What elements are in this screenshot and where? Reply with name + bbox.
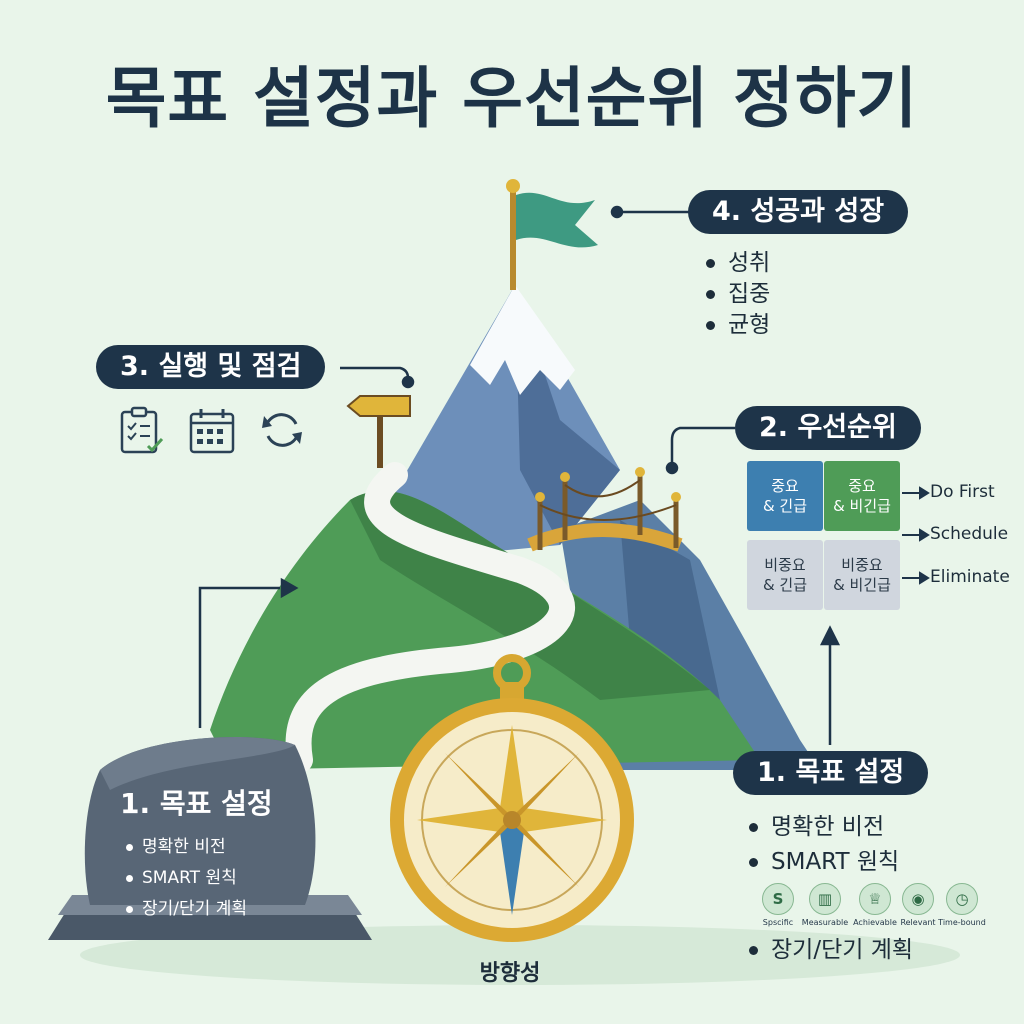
green-hill xyxy=(210,490,760,770)
compass xyxy=(390,654,634,942)
smart-measurable: ▥ Measurable xyxy=(797,883,853,927)
smart-achievable: ♕ Achievable xyxy=(847,883,903,927)
page-title: 목표 설정과 우선순위 정하기 xyxy=(105,60,919,137)
step1-label: 1. 목표 설정 xyxy=(733,751,929,795)
checklist-icon xyxy=(120,406,164,454)
step1-bullets-top: 명확한 비전 SMART 원칙 xyxy=(745,810,899,880)
specific-icon: S xyxy=(762,883,794,915)
list-item: SMART 원칙 xyxy=(120,863,273,894)
action-schedule: Schedule xyxy=(930,524,1009,544)
measurable-icon: ▥ xyxy=(809,883,841,915)
signpost xyxy=(346,395,411,468)
calendar-icon xyxy=(189,409,235,454)
list-item: SMART 원칙 xyxy=(745,845,899,880)
list-item: 장기/단기 계획 xyxy=(120,894,273,925)
smart-time-bound: ◷ Time-bound xyxy=(934,883,990,927)
step2-label: 2. 우선순위 xyxy=(735,406,921,450)
rock-content: 1. 목표 설정 명확한 비전 SMART 원칙 장기/단기 계획 xyxy=(120,782,273,925)
list-item: 명확한 비전 xyxy=(120,832,273,863)
smart-specific: S Spscific xyxy=(750,883,806,927)
list-item: 균형 xyxy=(702,310,770,341)
smart-relevant: ◉ Relevant xyxy=(890,883,946,927)
connectors xyxy=(198,205,841,745)
rock-title: 1. 목표 설정 xyxy=(120,787,273,820)
action-eliminate: Eliminate xyxy=(930,567,1010,587)
step1-bullets-bottom: 장기/단기 계획 xyxy=(745,933,913,968)
summit-flag xyxy=(506,179,598,290)
stone-rock xyxy=(48,737,372,940)
time-bound-icon: ◷ xyxy=(946,883,978,915)
quadrant-not-important-urgent: 비중요 & 긴급 xyxy=(747,540,823,610)
quadrant-not-important-not-urgent: 비중요 & 비긴급 xyxy=(824,540,900,610)
step4-bullets: 성취 집중 균형 xyxy=(702,248,770,341)
achievable-icon: ♕ xyxy=(859,883,891,915)
quadrant-arrows xyxy=(902,486,930,585)
compass-label: 방향성 xyxy=(479,961,541,986)
step3-label: 3. 실행 및 점검 xyxy=(96,345,326,389)
relevant-icon: ◉ xyxy=(902,883,934,915)
list-item: 명확한 비전 xyxy=(745,810,899,845)
step4-label: 4. 성공과 성장 xyxy=(688,190,909,234)
list-item: 성취 xyxy=(702,248,770,279)
list-item: 장기/단기 계획 xyxy=(745,933,913,968)
quadrant-important-urgent: 중요 & 긴급 xyxy=(747,461,823,531)
snow-cap xyxy=(470,285,575,395)
quadrant-important-not-urgent: 중요 & 비긴급 xyxy=(824,461,900,531)
bridge xyxy=(527,467,683,552)
action-do-first: Do First xyxy=(930,482,995,502)
refresh-icon xyxy=(262,413,302,447)
winding-path xyxy=(285,462,575,773)
list-item: 집중 xyxy=(702,279,770,310)
